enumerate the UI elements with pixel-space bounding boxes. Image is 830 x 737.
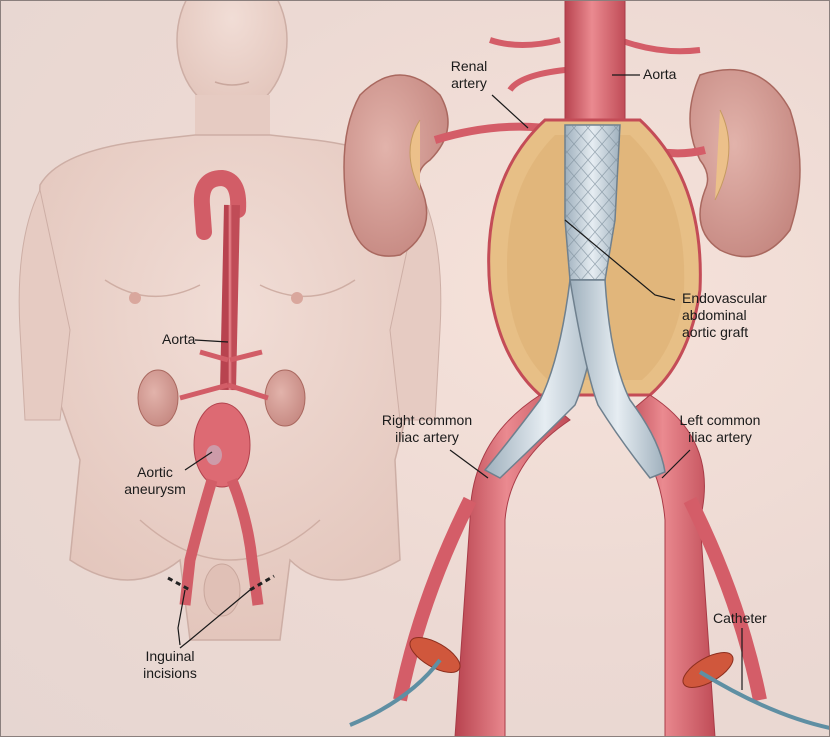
label-line: iliac artery	[395, 429, 459, 445]
leader-lines-left	[177, 339, 251, 649]
label-line: Aortic	[137, 464, 173, 480]
kidney-icon	[137, 369, 179, 427]
label-left-common-iliac: Left common iliac artery	[670, 412, 770, 446]
label-line: abdominal	[682, 307, 747, 323]
incision-icon	[409, 637, 461, 673]
right-arm	[18, 188, 71, 421]
label-aorta-body: Aorta	[162, 331, 196, 347]
label-inguinal-incisions: Inguinal incisions	[130, 648, 210, 682]
aortic-arch	[193, 169, 247, 240]
label-line: iliac artery	[688, 429, 752, 445]
incision-mark	[249, 574, 275, 592]
left-iliac-body	[226, 477, 264, 606]
left-kidney-icon	[689, 68, 801, 258]
neck	[195, 95, 270, 140]
branch-vessels	[179, 349, 269, 401]
kidney-icon	[264, 369, 306, 427]
aorta-vessel	[220, 204, 240, 391]
graft-left-limb	[569, 279, 666, 479]
left-arm	[389, 188, 442, 421]
nipple	[129, 292, 141, 304]
label-line: Left common	[679, 412, 761, 428]
right-iliac-body	[179, 478, 218, 606]
internal-iliac	[393, 496, 477, 702]
body-figure	[18, 0, 442, 641]
label-line: Inguinal	[145, 648, 195, 664]
label-line: incisions	[143, 665, 197, 681]
incision-mark	[167, 576, 191, 592]
right-common-iliac	[454, 394, 571, 737]
label-aortic-aneurysm: Aortic aneurysm	[120, 464, 190, 498]
label-line: artery	[451, 75, 487, 91]
genitals	[203, 563, 241, 617]
label-line: aortic graft	[682, 324, 749, 340]
label-aorta-zoom: Aorta	[643, 66, 677, 82]
label-line: Renal	[450, 58, 488, 74]
internal-iliac	[683, 496, 767, 702]
label-catheter: Catheter	[713, 610, 767, 626]
label-line: aneurysm	[124, 481, 186, 497]
right-kidney-icon	[343, 74, 449, 257]
zoomed-view	[343, 0, 830, 737]
catheter-line	[349, 658, 442, 727]
nipple	[291, 292, 303, 304]
catheter-line	[698, 670, 830, 730]
label-line: Endovascular	[682, 290, 767, 306]
aneurysm-sac	[193, 402, 251, 488]
label-line: Right common	[381, 412, 473, 428]
leader-lines-right	[449, 74, 743, 690]
label-right-common-iliac: Right common iliac artery	[372, 412, 482, 446]
aorta-vessel	[564, 0, 626, 121]
label-renal-artery: Renal artery	[444, 58, 494, 92]
label-endovascular-graft: Endovascular abdominal aortic graft	[682, 290, 767, 341]
